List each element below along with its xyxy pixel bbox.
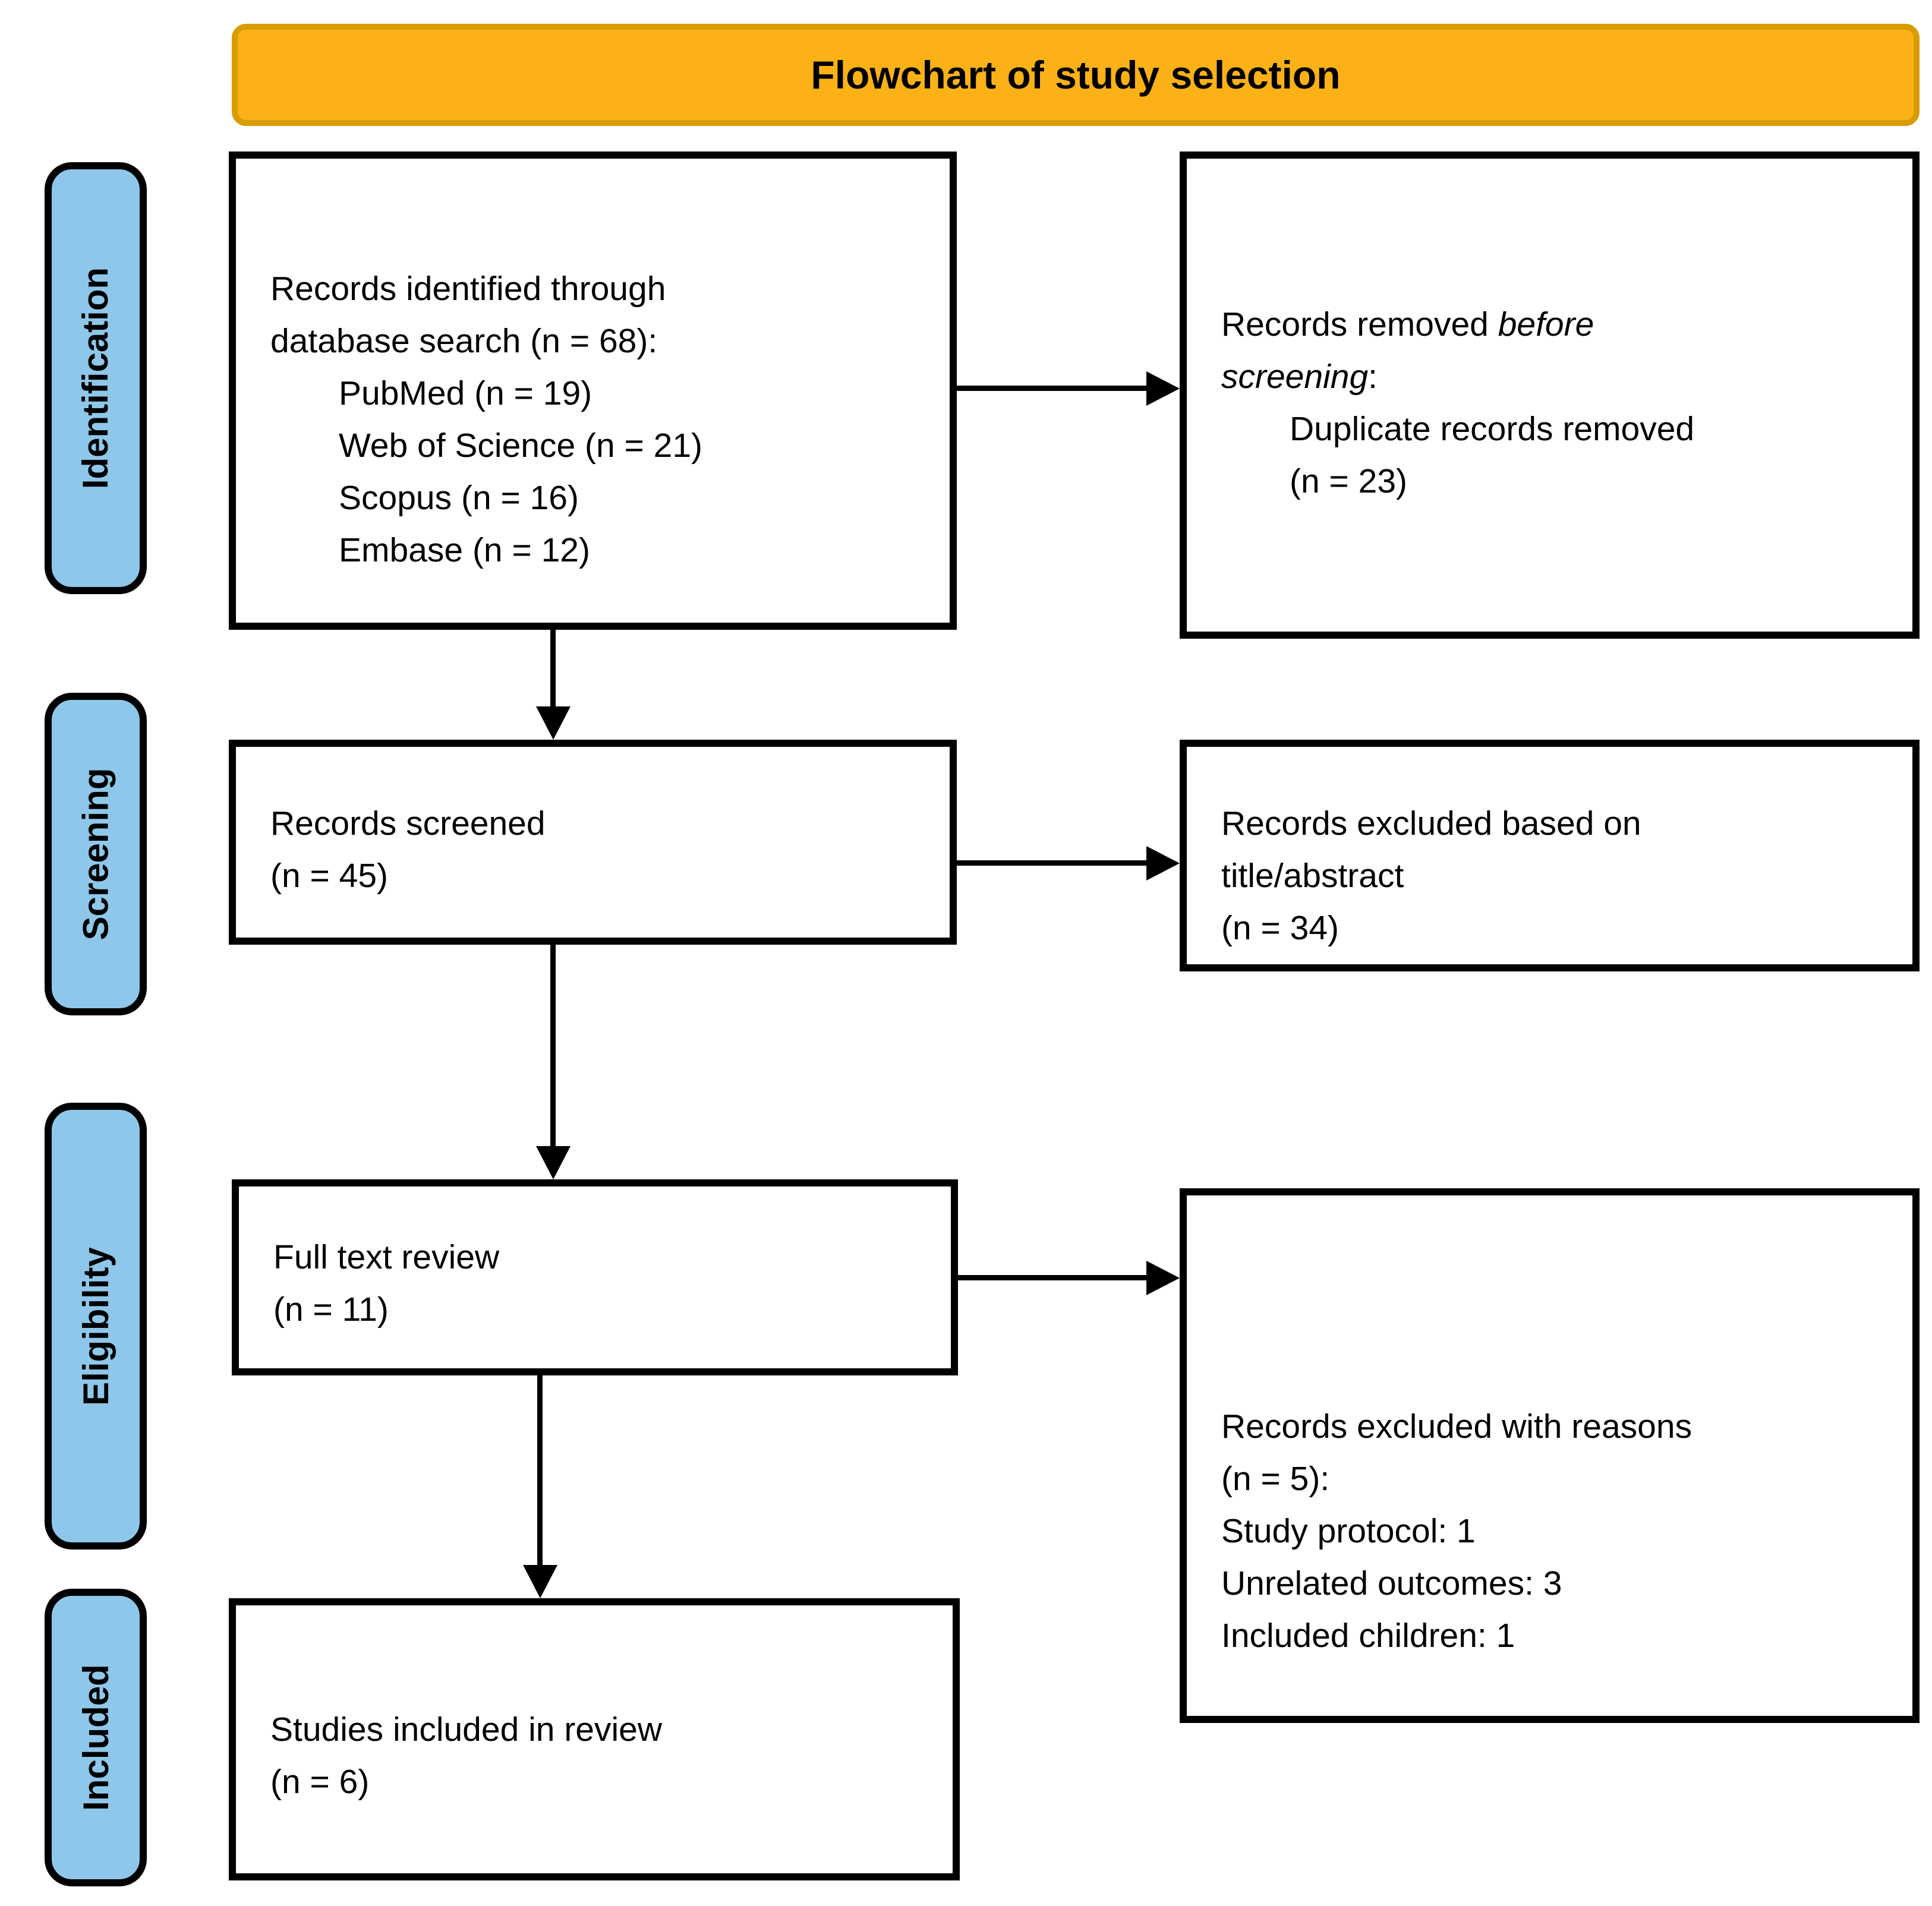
box-line: Records removed before <box>1221 305 1594 343</box>
box-line: (n = 23) <box>1290 462 1408 500</box>
box-records-identified: Records identified through database searc… <box>229 152 957 630</box>
box-line: Records identified through <box>270 270 666 308</box>
box-line: Embase (n = 12) <box>339 531 590 569</box>
box-line: PubMed (n = 19) <box>339 374 592 412</box>
box-line: Records excluded with reasons <box>1221 1408 1693 1446</box>
stage-screening-label: Screening <box>75 768 116 941</box>
box-line: (n = 5): <box>1221 1460 1330 1498</box>
stage-screening: Screening <box>45 693 147 1015</box>
arrow-fulltext-to-included <box>537 1375 543 1566</box>
stage-included-label: Included <box>75 1664 116 1811</box>
box-line: screening: <box>1221 358 1378 396</box>
box-line: Full text review <box>273 1238 500 1276</box>
box-line: database search (n = 68): <box>270 322 658 360</box>
box-line: (n = 45) <box>270 857 389 895</box>
stage-eligibility-label: Eligibility <box>75 1247 116 1406</box>
stage-identification-label: Identification <box>75 267 116 490</box>
box-studies-included: Studies included in review (n = 6) <box>229 1598 960 1880</box>
box-full-text-review: Full text review (n = 11) <box>232 1179 958 1375</box>
box-line: Included children: 1 <box>1221 1617 1515 1655</box>
box-line: Records excluded based on <box>1221 804 1641 842</box>
box-line: Studies included in review <box>270 1711 663 1749</box>
box-line: Records screened <box>270 804 546 842</box>
arrow-identified-to-removed <box>957 386 1148 391</box>
box-line: Unrelated outcomes: 3 <box>1221 1564 1562 1602</box>
title-banner: Flowchart of study selection <box>232 24 1920 126</box>
box-line: (n = 34) <box>1221 909 1340 947</box>
box-records-excluded-with-reasons: Records excluded with reasons (n = 5): Stu… <box>1180 1188 1920 1723</box>
box-records-removed-before-screening: Records removed before screening: Duplicat… <box>1180 152 1920 639</box>
stage-included: Included <box>45 1589 147 1886</box>
box-line: Scopus (n = 16) <box>339 479 579 517</box>
arrow-screened-to-excluded <box>957 860 1148 866</box>
box-line: Web of Science (n = 21) <box>339 427 703 465</box>
arrow-identified-to-screened <box>550 630 556 708</box>
page-title: Flowchart of study selection <box>811 53 1341 97</box>
box-line: title/abstract <box>1221 857 1404 895</box>
box-line: Duplicate records removed <box>1290 410 1695 448</box>
stage-eligibility: Eligibility <box>45 1103 147 1550</box>
box-line: (n = 6) <box>270 1763 370 1801</box>
arrow-fulltext-to-excluded-reasons <box>958 1275 1148 1280</box>
arrow-screened-to-fulltext <box>550 945 556 1147</box>
box-line: (n = 11) <box>273 1290 389 1328</box>
box-records-excluded-title-abstract: Records excluded based on title/abstract (… <box>1180 740 1920 971</box>
box-records-screened: Records screened (n = 45) <box>229 740 957 945</box>
box-line: Study protocol: 1 <box>1221 1512 1476 1550</box>
stage-identification: Identification <box>45 162 147 594</box>
